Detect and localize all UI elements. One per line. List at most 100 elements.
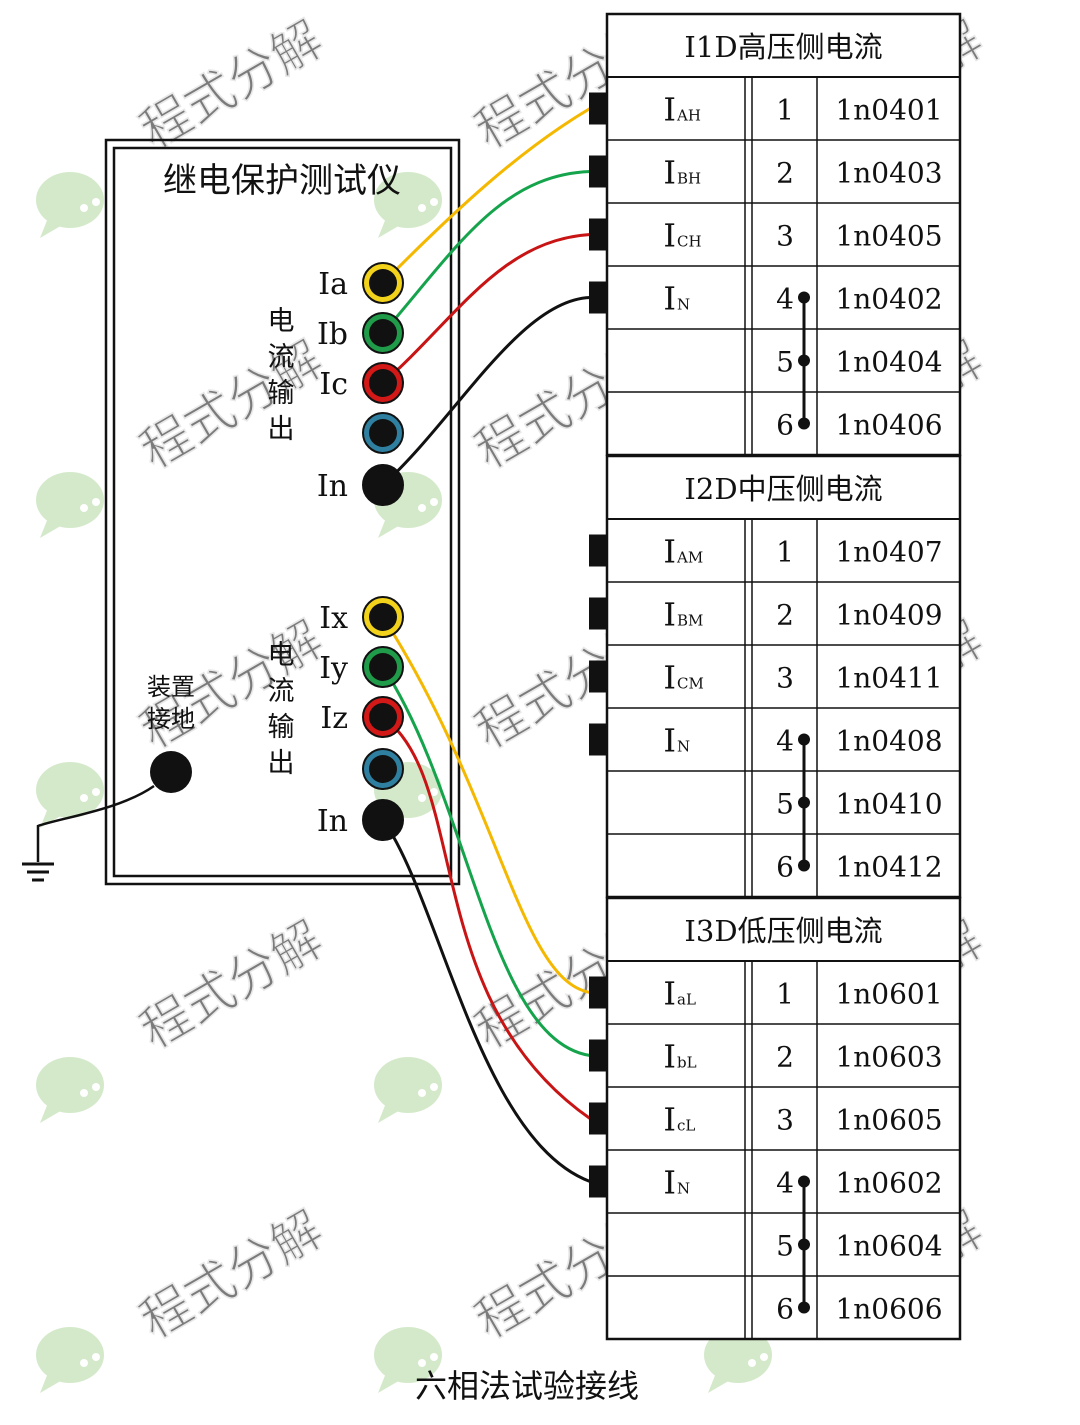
current-output-label-char: 出 — [268, 748, 295, 779]
signal-name: I — [663, 1164, 676, 1202]
signal-name: I — [663, 975, 676, 1013]
terminal-connector — [589, 723, 607, 756]
signal-name: I — [663, 1038, 676, 1076]
output-jack — [362, 748, 404, 790]
watermark-bubble-icon — [704, 1327, 772, 1393]
shorting-node — [798, 796, 810, 809]
shorting-node — [798, 354, 810, 367]
terminal-connector — [589, 92, 607, 125]
watermark-bubble-icon — [36, 172, 104, 238]
shorting-node — [798, 291, 810, 304]
terminal-id: 1n0411 — [835, 662, 942, 695]
signal-subscript: CM — [677, 675, 704, 693]
terminal-connector — [589, 976, 607, 1009]
terminal-number: 3 — [776, 1104, 794, 1137]
watermark-text: 程式分解 — [130, 1200, 332, 1350]
watermark-bubble-icon — [374, 172, 442, 238]
terminal-connector — [589, 155, 607, 188]
signal-subscript: cL — [677, 1117, 695, 1135]
terminal-id: 1n0404 — [835, 346, 942, 379]
shorting-node — [798, 417, 810, 430]
test-wire — [381, 819, 591, 1183]
test-wire — [381, 170, 591, 334]
shorting-node — [798, 1301, 810, 1314]
terminal-number: 1 — [776, 536, 794, 569]
relay-tester: 继电保护测试仪 — [104, 138, 461, 886]
jack-label: In — [317, 804, 348, 839]
tester-title: 继电保护测试仪 — [163, 161, 401, 201]
signal-name: I — [663, 280, 676, 318]
terminal-id: 1n0605 — [835, 1104, 942, 1137]
ground-terminal — [150, 751, 192, 793]
terminal-id: 1n0412 — [835, 851, 942, 884]
signal-subscript: aL — [677, 991, 696, 1009]
terminal-connector — [589, 597, 607, 630]
terminal-number: 6 — [776, 409, 794, 442]
signal-name: I — [663, 1101, 676, 1139]
terminal-block-header: I1D高压侧电流 — [684, 30, 882, 64]
ground-label: 装置 — [147, 673, 195, 701]
terminal-id: 1n0409 — [835, 599, 942, 632]
signal-name: I — [663, 533, 676, 571]
terminal-row: 6 1n0412 — [776, 851, 942, 884]
terminal-id: 1n0606 — [835, 1293, 942, 1326]
terminal-connector — [589, 1039, 607, 1072]
current-output-label-char: 输 — [268, 712, 295, 743]
signal-subscript: CH — [677, 233, 702, 251]
jack-label: Ib — [317, 317, 348, 352]
test-wire — [382, 715, 591, 1120]
current-output-label-char: 电 — [268, 306, 295, 337]
terminal-id: 1n0405 — [835, 220, 942, 253]
terminal-number: 2 — [776, 599, 794, 632]
shorting-node — [798, 1238, 810, 1251]
jack-label: In — [317, 469, 348, 504]
shorting-node — [798, 859, 810, 872]
terminal-id: 1n0603 — [835, 1041, 942, 1074]
test-wire — [381, 296, 591, 487]
terminal-number: 3 — [776, 220, 794, 253]
terminal-row: 6 1n0406 — [776, 409, 942, 442]
output-jack: Ic — [319, 362, 404, 404]
output-jack: In — [317, 464, 404, 506]
shorting-node — [798, 733, 810, 746]
terminal-number: 1 — [776, 94, 794, 127]
diagram-caption: 六相法试验接线 — [415, 1367, 639, 1405]
watermark-text: 程式分解 — [130, 910, 332, 1060]
watermark-bubble-icon — [36, 472, 104, 538]
watermark-bubble-icon — [374, 1057, 442, 1123]
jack-label: Ic — [319, 367, 348, 402]
watermark-bubble-icon — [374, 1327, 442, 1393]
terminal-id: 1n0602 — [835, 1167, 942, 1200]
current-output-label-char: 流 — [268, 676, 295, 707]
terminal-id: 1n0406 — [835, 409, 942, 442]
jack-label: Iz — [320, 701, 348, 736]
terminal-number: 4 — [776, 725, 794, 758]
terminal-number: 4 — [776, 283, 794, 316]
terminal-connector — [589, 281, 607, 314]
terminal-block-header: I3D低压侧电流 — [684, 914, 882, 948]
signal-subscript: N — [677, 738, 690, 756]
jack-label: Iy — [319, 651, 348, 686]
terminal-number: 6 — [776, 851, 794, 884]
ground-wire — [36, 784, 155, 862]
terminal-id: 1n0403 — [835, 157, 942, 190]
signal-subscript: AM — [676, 549, 703, 567]
output-jack: In — [317, 799, 404, 841]
terminal-number: 4 — [776, 1167, 794, 1200]
